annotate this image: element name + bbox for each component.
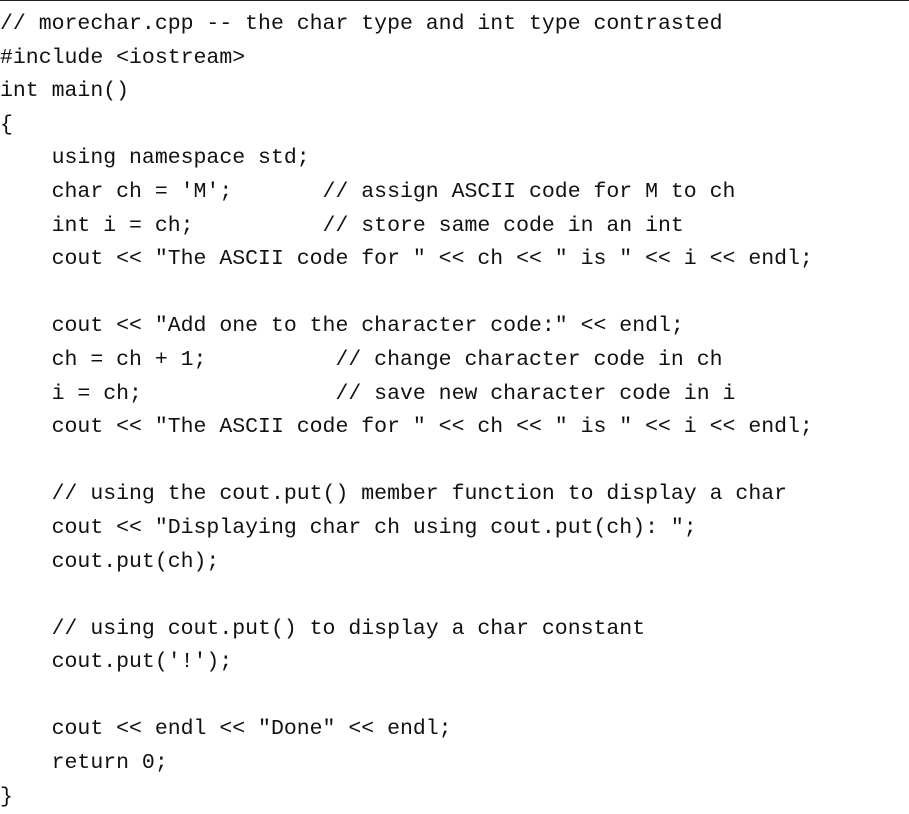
code-line-char-declaration: char ch = 'M'; // assign ASCII code for … xyxy=(0,179,736,204)
code-line-return: return 0; xyxy=(0,751,168,776)
code-line-cout-ascii-2: cout << "The ASCII code for " << ch << "… xyxy=(0,415,813,440)
code-line-include: #include <iostream> xyxy=(0,45,246,70)
code-line-reassign: i = ch; // save new character code in i xyxy=(0,381,736,406)
code-line-cout-add-one: cout << "Add one to the character code:"… xyxy=(0,314,684,339)
code-line-open-brace: { xyxy=(0,112,13,137)
code-line-cout-ascii-1: cout << "The ASCII code for " << ch << "… xyxy=(0,247,813,272)
code-line-blank xyxy=(0,579,813,613)
code-listing: // morechar.cpp -- the char type and int… xyxy=(0,8,813,814)
code-line-put-exclamation: cout.put('!'); xyxy=(0,650,233,675)
code-line-blank xyxy=(0,277,813,311)
top-rule-divider xyxy=(0,0,909,1)
code-line-using-namespace: using namespace std; xyxy=(0,146,310,171)
code-line-increment: ch = ch + 1; // change character code in… xyxy=(0,347,723,372)
code-line-blank xyxy=(0,680,813,714)
code-line-put-ch: cout.put(ch); xyxy=(0,549,220,574)
code-line-comment-put-constant: // using cout.put() to display a char co… xyxy=(0,616,646,641)
code-line-close-brace: } xyxy=(0,784,13,809)
code-line-main-signature: int main() xyxy=(0,79,130,104)
code-line-comment-put-member: // using the cout.put() member function … xyxy=(0,482,788,507)
code-line-comment-header: // morechar.cpp -- the char type and int… xyxy=(0,12,723,36)
code-line-int-declaration: int i = ch; // store same code in an int xyxy=(0,213,684,238)
code-line-cout-done: cout << endl << "Done" << endl; xyxy=(0,717,452,742)
code-line-blank xyxy=(0,445,813,479)
code-line-cout-displaying: cout << "Displaying char ch using cout.p… xyxy=(0,515,697,540)
